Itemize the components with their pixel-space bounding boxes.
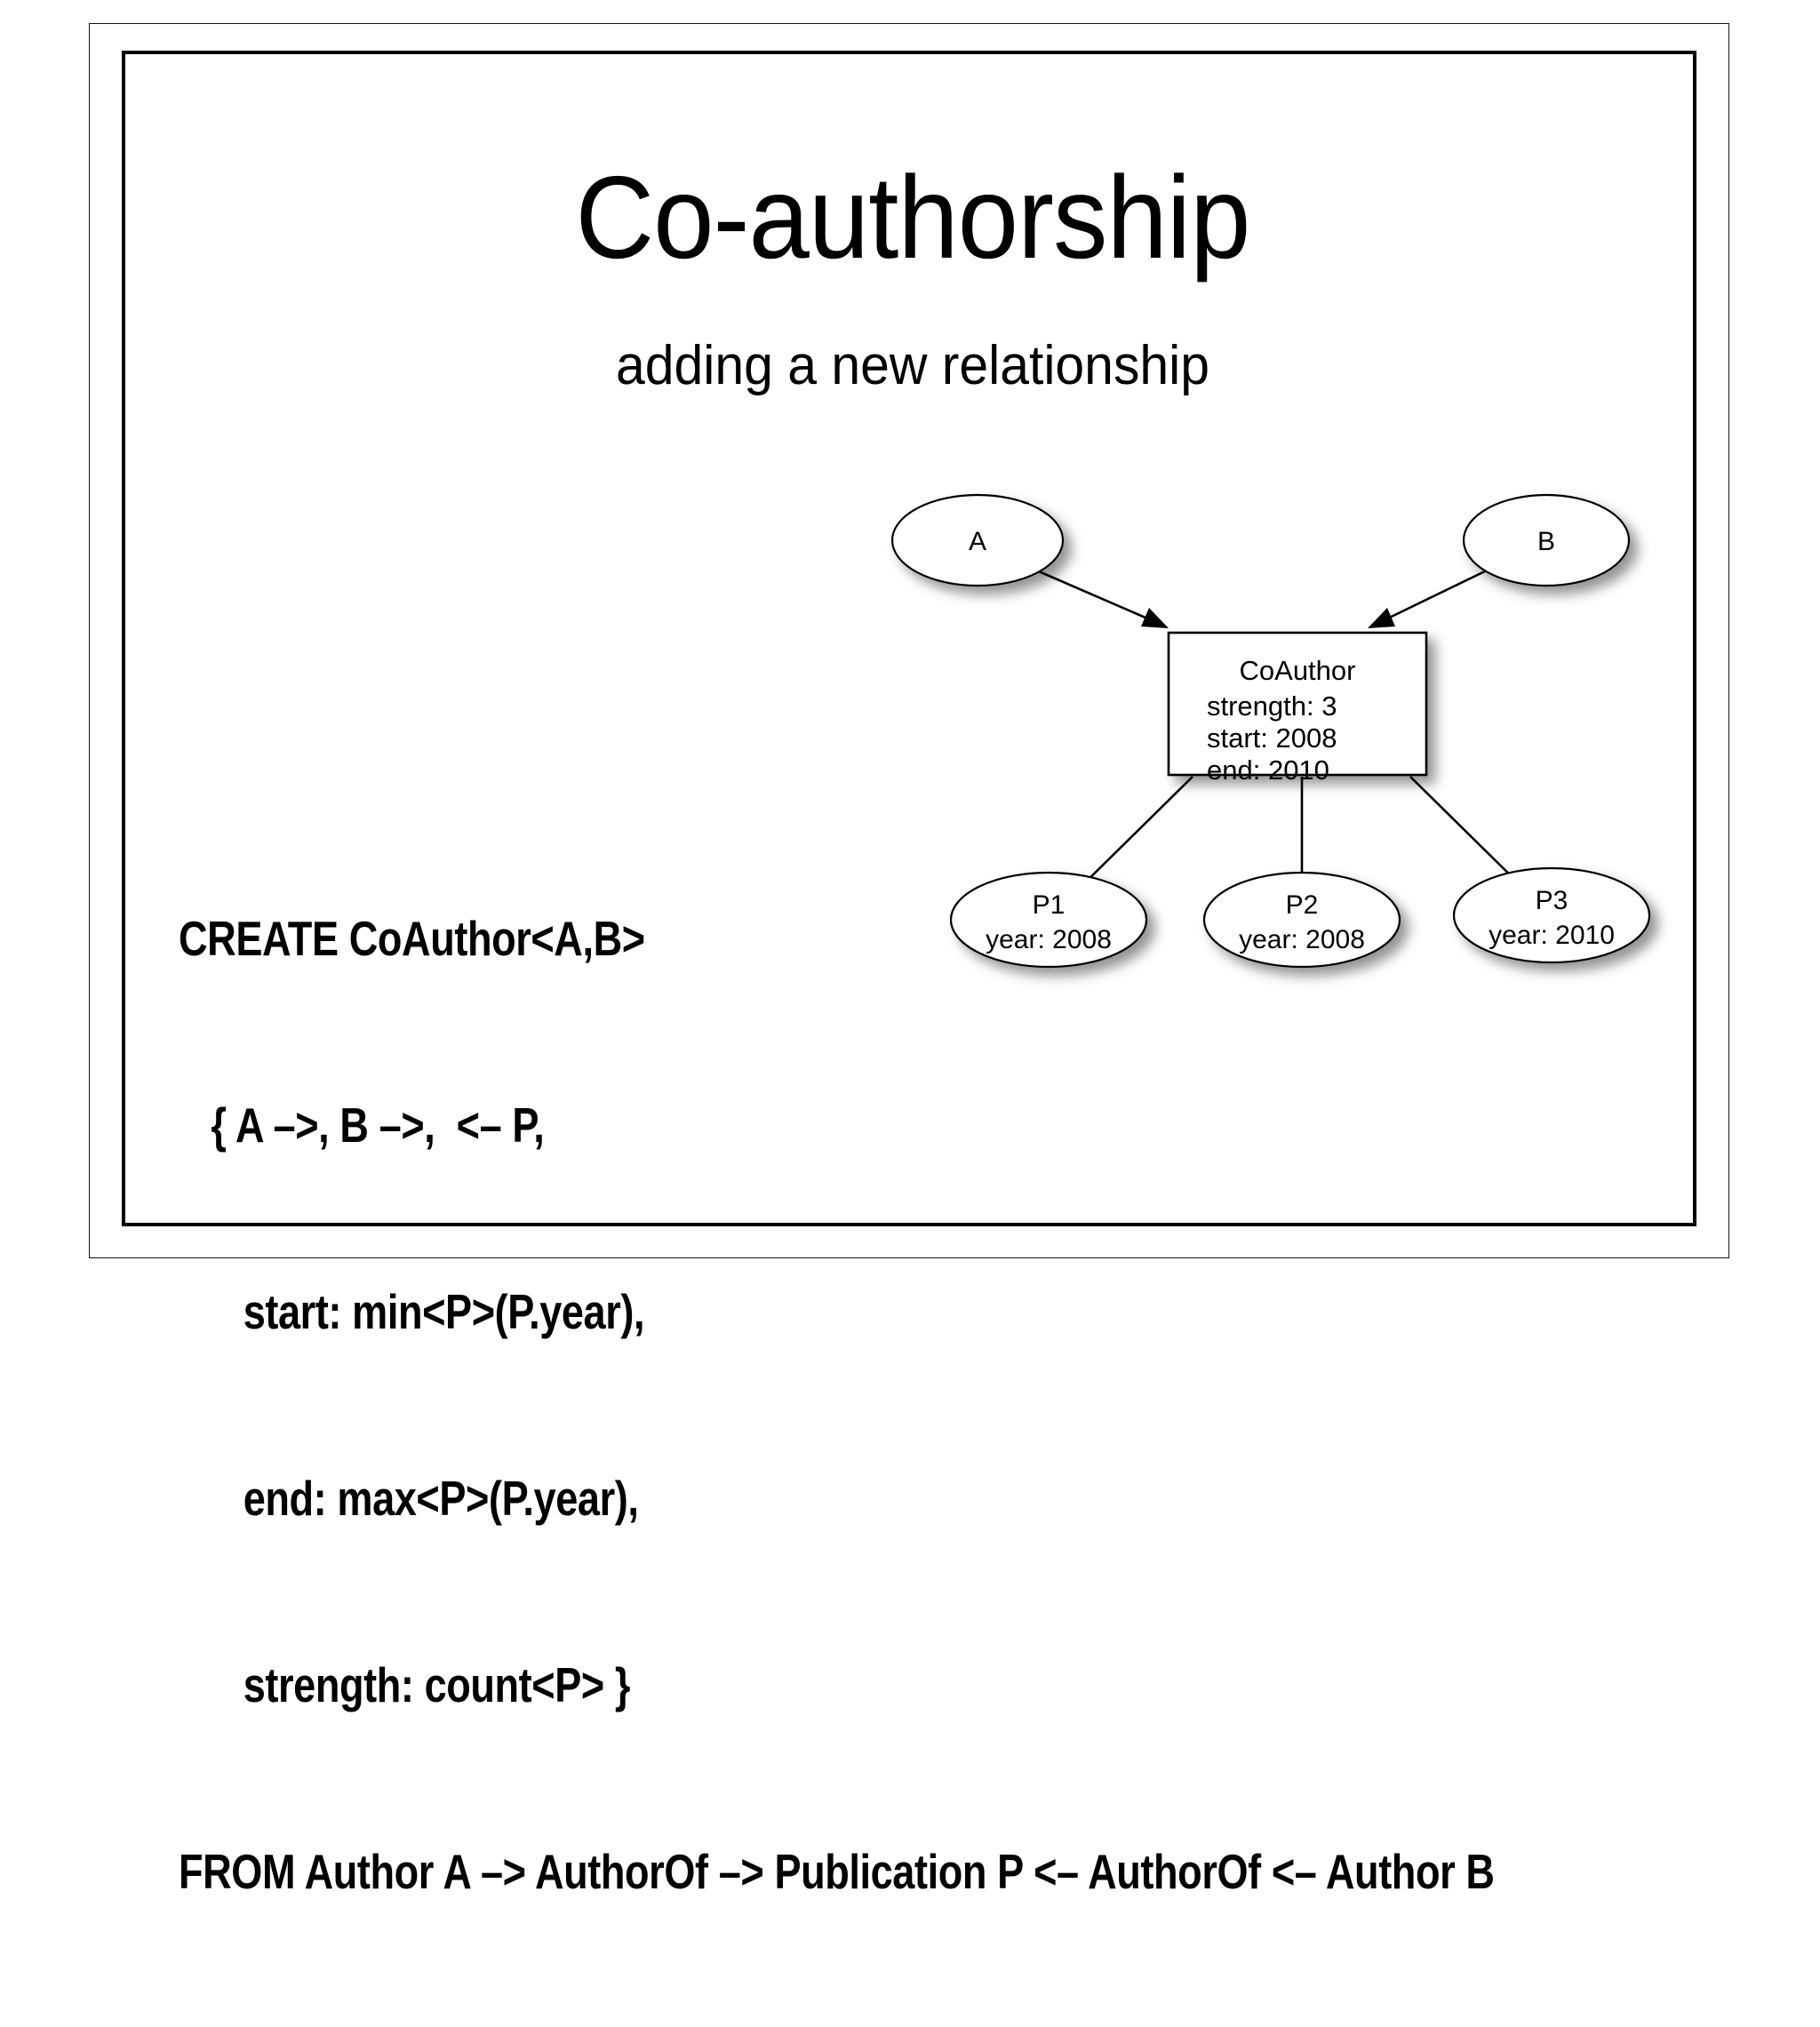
code-line-create: CREATE CoAuthor<A,B> bbox=[179, 911, 645, 966]
code-line-bindings: { A –>, B –>, <– P, bbox=[179, 1097, 545, 1153]
slide-page: Co-authorship adding a new relationship … bbox=[89, 23, 1729, 1899]
code-line-from: FROM Author A –> AuthorOf –> Publication… bbox=[179, 1844, 1495, 1899]
query-code-block: CREATE CoAuthor<A,B> { A –>, B –>, <– P,… bbox=[179, 783, 1495, 2027]
page-title: Co-authorship bbox=[575, 152, 1251, 283]
page-subtitle: adding a new relationship bbox=[615, 335, 1209, 396]
code-line-end: end: max<P>(P.year), bbox=[179, 1471, 639, 1526]
code-line-start: start: min<P>(P.year), bbox=[179, 1284, 645, 1339]
slide-border: Co-authorship adding a new relationship … bbox=[122, 51, 1696, 1899]
code-line-strength: strength: count<P> } bbox=[179, 1657, 631, 1712]
